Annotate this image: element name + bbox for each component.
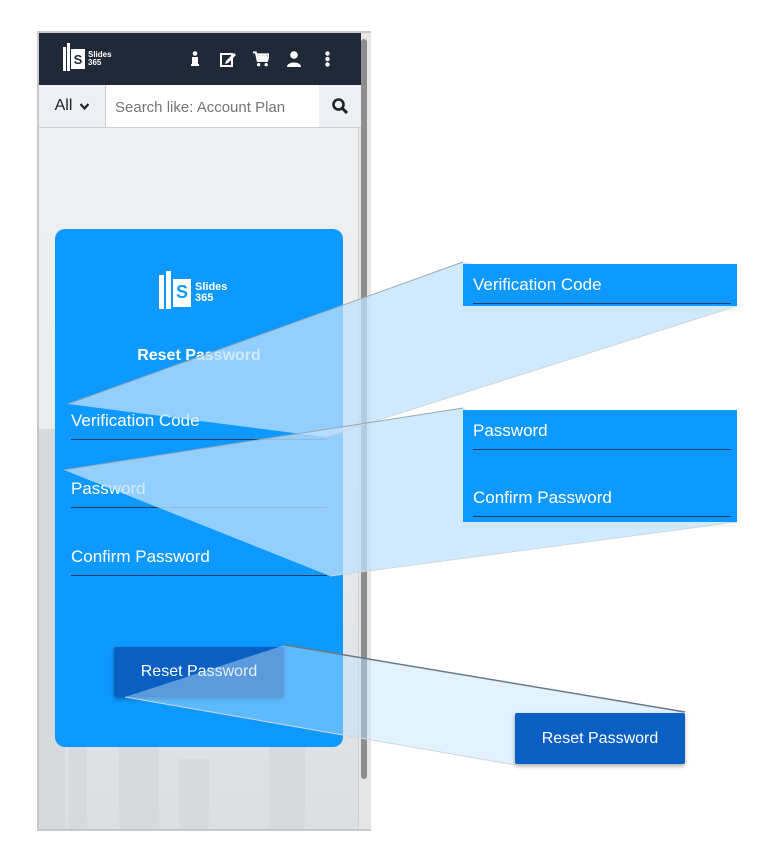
callout-confirm-password-field: Confirm Password [473, 488, 731, 517]
category-select-value: All [54, 97, 73, 114]
logo-s-icon: S [173, 278, 191, 307]
background-building [179, 759, 209, 829]
reset-password-button[interactable]: Reset Password [114, 647, 284, 697]
verification-code-callout: Verification Code [463, 264, 737, 306]
password-callout: Password Confirm Password [463, 410, 737, 522]
search-bar: All [39, 85, 361, 129]
scrollbar-thumb[interactable] [361, 39, 367, 779]
logo-s-icon: S [71, 49, 85, 69]
card-title: Reset Password [137, 347, 261, 364]
search-button[interactable] [319, 85, 361, 127]
edit-icon[interactable] [220, 51, 236, 67]
background-building [119, 739, 159, 829]
search-input[interactable] [113, 85, 317, 129]
verification-code-field[interactable]: Verification Code [71, 411, 327, 440]
logo-bars-icon [159, 271, 173, 314]
callout-reset-password-button: Reset Password [515, 713, 685, 764]
category-select[interactable]: All [39, 85, 106, 127]
scrollbar[interactable] [358, 33, 371, 829]
chevron-down-icon [80, 97, 90, 115]
header-icons [187, 33, 335, 85]
search-icon [332, 98, 348, 114]
confirm-password-field[interactable]: Confirm Password [71, 547, 327, 576]
more-vertical-icon[interactable] [319, 51, 335, 67]
info-icon[interactable] [187, 51, 203, 67]
user-icon[interactable] [286, 51, 302, 67]
callout-password-field: Password [473, 421, 731, 450]
logo-bars-icon [63, 42, 71, 76]
cart-icon[interactable] [253, 51, 269, 67]
callout-verification-code-field: Verification Code [473, 275, 731, 304]
password-field[interactable]: Password [71, 479, 327, 508]
